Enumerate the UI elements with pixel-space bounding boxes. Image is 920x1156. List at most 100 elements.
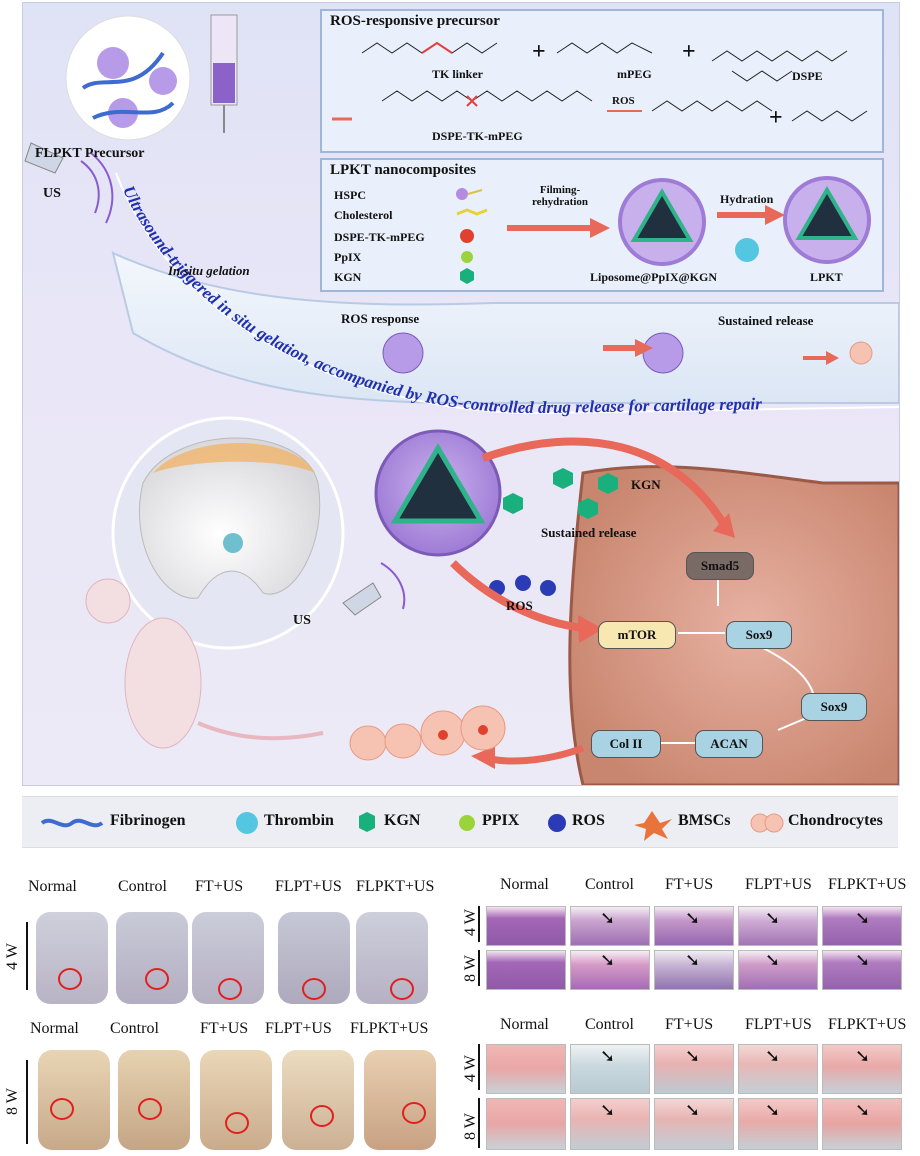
gross-4w-label: 4 W (4, 943, 21, 970)
he-8w-flpt (738, 950, 818, 990)
so-head-ft: FT+US (665, 1016, 714, 1033)
he-head-ft: FT+US (665, 876, 714, 893)
he-8w-label: 8 W (462, 955, 479, 982)
so-8w-flpt-arrow: ➘ (765, 1100, 781, 1120)
he-4w-ft-arrow: ➘ (685, 908, 701, 928)
he-4w-flpt-arrow: ➘ (765, 908, 781, 928)
sox9-box-b: Sox9 (801, 693, 867, 721)
plus-1: + (532, 39, 546, 65)
smad5-box: Smad5 (686, 552, 754, 580)
he-4w-bar (478, 906, 480, 942)
he-8w-bar (478, 950, 480, 986)
he-head-control: Control (585, 876, 634, 893)
mpeg-label: mPEG (617, 67, 652, 81)
gross-4w-control-marker (145, 968, 169, 990)
us-bottom-label: US (293, 613, 311, 628)
lpkt-liposome-core (795, 186, 859, 240)
plus-3: + (769, 105, 783, 131)
mpeg-structure (556, 42, 653, 54)
precursor-title: ROS-responsive precursor (330, 13, 500, 29)
chondrocyte-nucleus-3 (438, 730, 448, 740)
ros-sphere-2 (515, 575, 531, 591)
hspc-tail-icon (467, 189, 483, 195)
so-8w-flpkt (822, 1098, 902, 1150)
thrombin-legend-icon (236, 812, 258, 834)
defect-gel (223, 533, 243, 553)
bubble-liposome-2 (149, 67, 177, 95)
mtor-box: mTOR (598, 621, 676, 649)
hydration-label: Hydration (720, 192, 774, 206)
gross-8w-flpt-marker (310, 1105, 334, 1127)
syringe-fluid (213, 63, 235, 103)
gross-4w-normal (36, 912, 108, 1004)
so-4w-control (570, 1044, 650, 1094)
liposome-core (390, 443, 486, 524)
ros-response-label: ROS response (341, 311, 420, 326)
so-8w-flpt (738, 1098, 818, 1150)
fibrinogen-legend: Fibrinogen (110, 812, 186, 829)
band-liposome-1 (382, 332, 424, 374)
cleaved-lipid (651, 100, 773, 112)
flpkt-precursor-label: FLPKT Precursor (35, 146, 145, 161)
thrombin-legend: Thrombin (264, 812, 334, 829)
dspe-label: DSPE (792, 69, 823, 83)
kgn-legend-icon (359, 812, 375, 832)
so-head-flpkt: FLPKT+US (828, 1016, 907, 1033)
so-head-normal: Normal (500, 1016, 549, 1033)
bmscs-legend: BMSCs (678, 812, 731, 829)
product-label: DSPE-TK-mPEG (432, 129, 523, 143)
so-8w-control-arrow: ➘ (600, 1100, 616, 1120)
he-8w-flpkt-arrow: ➘ (855, 950, 871, 970)
kgn-legend: KGN (384, 812, 421, 829)
so-4w-ft (654, 1044, 734, 1094)
so-4w-normal (486, 1044, 566, 1094)
gross-4w-head-flpt: FLPT+US (275, 878, 342, 895)
thrombin-cluster (735, 238, 759, 262)
bubble-liposome-1 (97, 47, 129, 79)
kgn-arrow (481, 437, 727, 526)
hydration-arrowhead (765, 205, 785, 225)
so-4w-flpt (738, 1044, 818, 1094)
lpkt-title: LPKT nanocomposites (330, 162, 476, 178)
fibrinogen-legend-icon (40, 818, 104, 828)
ros-label: ROS (506, 598, 533, 613)
us-top-label: US (43, 186, 61, 201)
sox9-box-a: Sox9 (726, 621, 792, 649)
he-4w-label: 4 W (462, 909, 479, 936)
gross-8w-flpkt-marker (402, 1102, 426, 1124)
ros-arrowhead (578, 615, 603, 643)
he-4w-control-arrow: ➘ (600, 908, 616, 928)
so-4w-bar (478, 1044, 480, 1090)
kgn-icon (460, 268, 474, 284)
ros-arrow (450, 560, 584, 632)
gross-8w-normal-marker (50, 1098, 74, 1120)
tk-disulfide (421, 41, 453, 54)
us-wave-3 (380, 562, 406, 610)
cartilage-top (153, 443, 315, 473)
so-4w-label: 4 W (462, 1055, 479, 1082)
band-arrowhead-1 (635, 339, 653, 357)
kgn-label: KGN (631, 477, 661, 492)
precursor-structures (332, 41, 868, 122)
femur-condyle (138, 437, 321, 599)
tk-linker-label: TK linker (432, 67, 484, 81)
component-dspe-tk-mpeg: DSPE-TK-mPEG (334, 230, 425, 244)
gross-4w-head-control: Control (118, 878, 167, 895)
so-head-control: Control (585, 1016, 634, 1033)
gross-8w-label: 8 W (4, 1088, 21, 1115)
he-4w-flpt (738, 906, 818, 946)
gross-8w-head-flpkt: FLPKT+US (350, 1020, 429, 1037)
gross-8w-ft-marker (225, 1112, 249, 1134)
component-hspc: HSPC (334, 188, 367, 202)
gross-4w-head-ft: FT+US (195, 878, 244, 895)
bubble-fibrinogen (81, 51, 175, 120)
gross-8w-ft (200, 1050, 272, 1150)
band-chondrocyte (849, 341, 873, 365)
gross-4w-flpt-marker (302, 978, 326, 1000)
he-4w-control (570, 906, 650, 946)
chondrocyte-nucleus-4 (478, 725, 488, 735)
gross-4w-bar (26, 922, 28, 990)
col2-box: Col II (591, 730, 661, 758)
bmscs-legend-icon (634, 811, 672, 841)
legend-icons (40, 811, 784, 841)
